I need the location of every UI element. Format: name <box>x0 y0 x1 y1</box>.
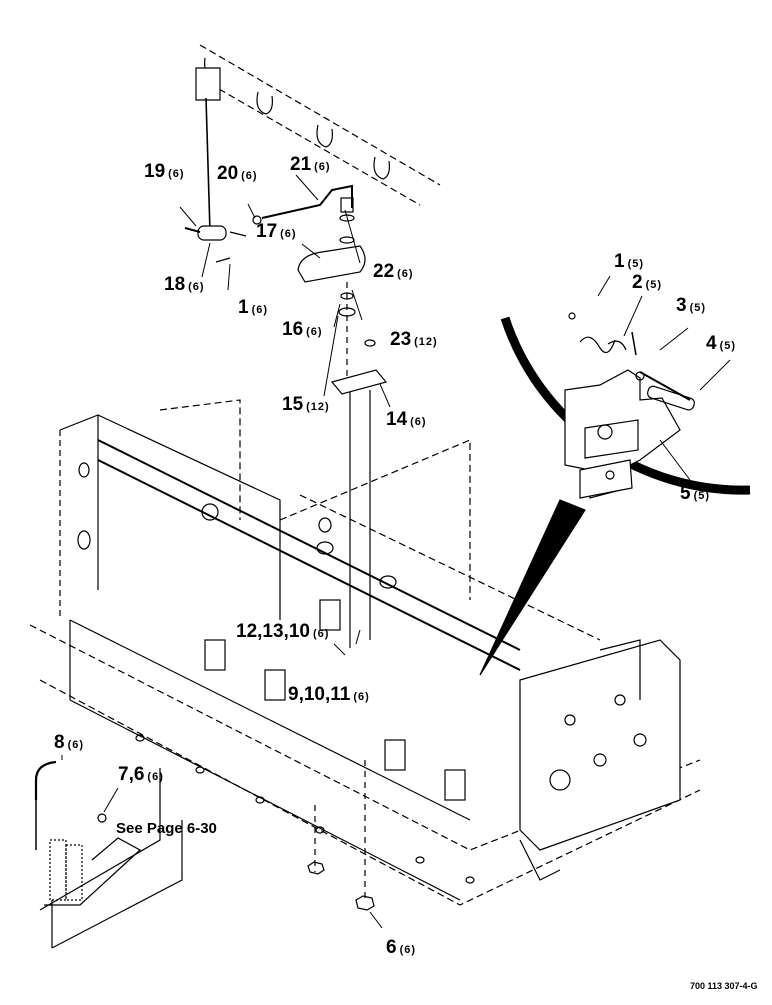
callout-qty: (6) <box>251 304 269 316</box>
callout-number: 17 <box>256 221 278 242</box>
right-side-plate <box>519 639 681 881</box>
callout-number: 8 <box>54 732 65 753</box>
callout-number: 19 <box>144 161 166 182</box>
frame-brackets <box>204 599 466 801</box>
detail-contents <box>564 312 695 499</box>
callout-qty: (5) <box>693 490 711 502</box>
callout-number: 15 <box>282 394 304 415</box>
callout-14: 14(6) <box>386 410 427 429</box>
callout-qty: (6) <box>67 739 85 751</box>
callout-9-10-11: 9,10,11(6) <box>288 685 370 704</box>
callout-qty: (6) <box>188 281 205 293</box>
callout-1-detail: 1(5) <box>614 252 644 271</box>
main-frame <box>29 399 701 906</box>
callout-qty: (12) <box>306 401 330 413</box>
callout-qty: (6) <box>312 628 330 640</box>
callout-qty: (6) <box>397 268 414 280</box>
callout-qty: (6) <box>280 228 297 240</box>
callout-1-upper: 1(6) <box>238 298 268 317</box>
spring-assembly <box>34 760 183 949</box>
callout-qty: (6) <box>314 161 331 173</box>
callout-number: 9,10,11 <box>288 684 351 705</box>
callout-number: 1 <box>238 297 249 318</box>
callout-qty: (6) <box>241 170 258 182</box>
arm-plate <box>297 245 366 283</box>
callout-8: 8(6) <box>54 733 84 752</box>
callout-number: 12,13,10 <box>236 621 310 642</box>
callout-20: 20(6) <box>217 164 258 183</box>
callout-qty: (6) <box>399 944 417 956</box>
callout-number: 20 <box>217 163 239 184</box>
leader-lines <box>61 174 731 929</box>
callout-number: 22 <box>373 261 395 282</box>
callout-22: 22(6) <box>373 262 414 281</box>
callout-15: 15(12) <box>282 395 330 414</box>
pull-rod <box>205 97 211 233</box>
callout-5-detail: 5(5) <box>680 484 710 503</box>
callout-number: 6 <box>386 937 397 958</box>
callout-qty: (6) <box>147 771 164 783</box>
callout-number: 14 <box>386 409 408 430</box>
callout-qty: (6) <box>353 691 370 703</box>
detail-leader <box>479 499 586 676</box>
callout-3-detail: 3(5) <box>676 296 706 315</box>
rail-bracket <box>195 67 221 101</box>
callout-number: 4 <box>706 333 717 354</box>
callout-19: 19(6) <box>144 162 185 181</box>
callout-number: 3 <box>676 295 687 316</box>
callout-number: 2 <box>632 272 643 293</box>
callout-qty: (6) <box>168 168 185 180</box>
callout-number: 23 <box>390 329 412 350</box>
see-page-note: See Page 6-30 <box>116 820 217 837</box>
callout-18: 18(6) <box>164 275 205 294</box>
callout-21: 21(6) <box>290 155 331 174</box>
callout-qty: (5) <box>689 302 707 314</box>
callout-qty: (5) <box>719 340 737 352</box>
lever-rod <box>261 184 353 219</box>
callout-number: 1 <box>614 251 625 272</box>
vertical-shaft <box>346 282 371 648</box>
clevis <box>184 215 262 263</box>
callout-qty: (6) <box>306 326 323 338</box>
callout-number: 5 <box>680 483 691 504</box>
callout-2-detail: 2(5) <box>632 273 662 292</box>
callout-number: 16 <box>282 319 304 340</box>
frame-holes <box>77 462 475 884</box>
callout-qty: (5) <box>645 279 663 291</box>
callout-number: 7,6 <box>118 764 145 785</box>
callout-12-13-10: 12,13,10(6) <box>236 622 329 641</box>
callout-17: 17(6) <box>256 222 297 241</box>
callout-7-6: 7,6(6) <box>118 765 164 784</box>
hanger-plate <box>330 369 388 395</box>
upper-rail <box>199 44 441 206</box>
drawing-number: 700 113 307-4-G <box>690 981 758 991</box>
callout-number: 18 <box>164 274 186 295</box>
callout-4-detail: 4(5) <box>706 334 736 353</box>
callout-qty: (6) <box>410 416 427 428</box>
callout-qty: (5) <box>627 258 645 270</box>
bottom-nuts <box>307 861 375 911</box>
callout-6-lower: 6(6) <box>386 938 416 957</box>
callout-number: 21 <box>290 154 312 175</box>
callout-16: 16(6) <box>282 320 323 339</box>
callout-qty: (12) <box>414 336 438 348</box>
callout-23: 23(12) <box>390 330 438 349</box>
